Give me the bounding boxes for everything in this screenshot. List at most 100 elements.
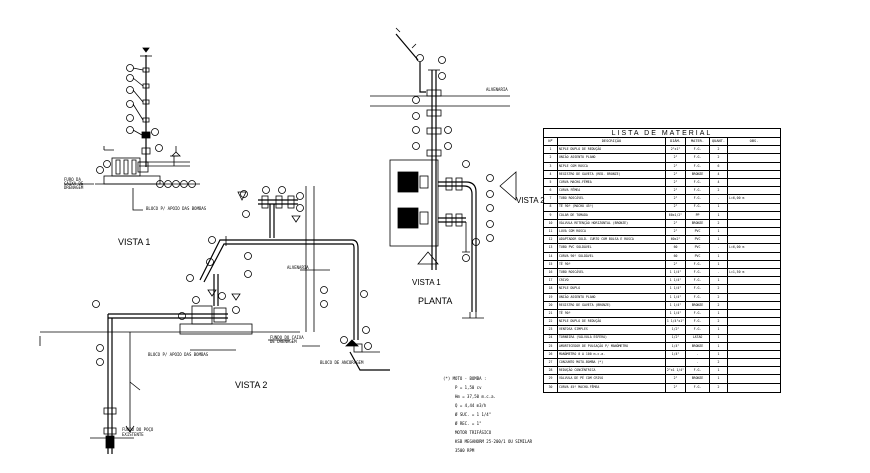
table-cell — [728, 384, 780, 392]
table-cell: F.G. — [686, 326, 710, 334]
table-cell: 1 1/4" — [666, 309, 686, 318]
table-cell: 12 — [544, 236, 558, 244]
table-cell: UNIÃO ASSENTO PLANO — [558, 293, 666, 301]
table-cell: F.G. — [686, 285, 710, 293]
table-cell: F.G. — [686, 203, 710, 211]
table-cell: 1 — [710, 334, 728, 342]
header-cell: OBS. — [749, 138, 759, 143]
table-cell: COLAR DE TOMADA — [558, 211, 666, 219]
table-cell: LUVA COM ROSCA — [558, 228, 666, 236]
notes-list: P = 1,50 cv Hm = 37,50 m.c.a. Q = 4,44 m… — [443, 383, 532, 455]
table-cell: 17 — [544, 277, 558, 285]
table-cell: 1 1/4" — [666, 285, 686, 293]
table-cell: 2" — [666, 383, 686, 392]
vista1-plan-label: VISTA 1 — [412, 278, 441, 287]
table-cell: F.G. — [686, 178, 710, 187]
table-cell: - — [710, 195, 728, 203]
table-cell — [728, 277, 780, 284]
table-cell — [728, 187, 780, 194]
table-cell: 27 — [544, 359, 558, 367]
note-line: 3500 RPM — [455, 448, 475, 453]
table-cell: 1 — [710, 236, 728, 244]
table-cell: 21 — [544, 309, 558, 318]
table-cell: 1 1/4" — [666, 293, 686, 301]
header-cell: DESCRIÇÃO — [558, 138, 666, 146]
table-cell: CURVA FÊMEA — [558, 187, 666, 195]
table-cell — [728, 359, 780, 366]
table-cell: - — [710, 244, 728, 252]
note-line: Ø SUC. = 1 1/4" — [455, 412, 492, 417]
table-cell: TUBO ROSCÁVEL — [558, 195, 666, 203]
table-cell: CRIVO — [558, 277, 666, 285]
table-cell: 29 — [544, 375, 558, 383]
table-cell: 4 — [710, 178, 728, 187]
table-cell: UNIÃO ASSENTO PLANO — [558, 154, 666, 162]
note-line: P = 1,50 cv — [455, 385, 482, 390]
table-cell: 2" — [666, 178, 686, 187]
table-cell: 2 — [710, 285, 728, 293]
table-cell: 10 — [544, 219, 558, 228]
table-cell: F.G. — [686, 187, 710, 195]
table-cell: 1/4" — [666, 342, 686, 350]
table-cell — [728, 212, 780, 219]
fundo-poco-callout: FUNDO DO POÇO — [122, 427, 154, 432]
table-title: LISTA DE MATERIAL — [544, 129, 780, 138]
note-line: Q = 4,44 m3/h — [455, 403, 487, 408]
table-cell: 1 1/4" — [666, 301, 686, 309]
table-cell — [728, 302, 780, 309]
table-cell: 2"x1" — [666, 146, 686, 154]
table-cell: 22 — [544, 318, 558, 326]
table-cell: 1/2" — [666, 334, 686, 342]
table-cell: 30 — [544, 383, 558, 392]
table-cell: 4 — [544, 170, 558, 178]
table-cell — [728, 236, 780, 243]
table-cell: 2" — [666, 162, 686, 170]
table-cell: PP — [686, 211, 710, 219]
vista2-view — [39, 186, 390, 454]
table-cell: F.G. — [686, 195, 710, 203]
table-cell: 1 — [710, 211, 728, 219]
table-cell: 23 — [544, 326, 558, 334]
table-cell: 28 — [544, 367, 558, 375]
table-cell — [728, 343, 780, 350]
table-cell: NIPLE COM ROSCA — [558, 162, 666, 170]
table-cell: 1 — [710, 326, 728, 334]
bloco-apoio-mid-callout: BLOCO P/ APOIO DAS BOMBAS — [148, 352, 209, 357]
table-cell: F.G. — [686, 318, 710, 326]
table-cell: 1 — [710, 309, 728, 318]
note-line: Ø REC. = 1" — [455, 421, 482, 426]
table-cell: 1 — [710, 252, 728, 260]
table-cell: 60x1/2" — [666, 211, 686, 219]
table-cell: 5 — [544, 178, 558, 187]
notes-head: (*) MOTO - BOMBA : — [443, 376, 487, 381]
table-cell: 2" — [666, 375, 686, 383]
table-cell: BRONZE — [686, 375, 710, 383]
table-cell: NIPLE DUPLO DE REDUÇÃO — [558, 318, 666, 326]
table-cell: 2 — [710, 187, 728, 195]
table-cell: 25 — [544, 342, 558, 350]
table-cell: 26 — [544, 350, 558, 359]
table-cell: BRONZE — [686, 170, 710, 178]
header-cell: QUANT. — [710, 138, 728, 146]
table-cell: F.G. — [686, 277, 710, 285]
table-header-row: Nº DESCRIÇÃO DIÂM. MATER. QUANT. OBS. — [544, 138, 780, 147]
note-line: KSB MEGANORM 25-200/1 OU SIMILAR — [455, 439, 533, 444]
table-cell: 2 — [710, 301, 728, 309]
table-cell: 2 — [710, 318, 728, 326]
